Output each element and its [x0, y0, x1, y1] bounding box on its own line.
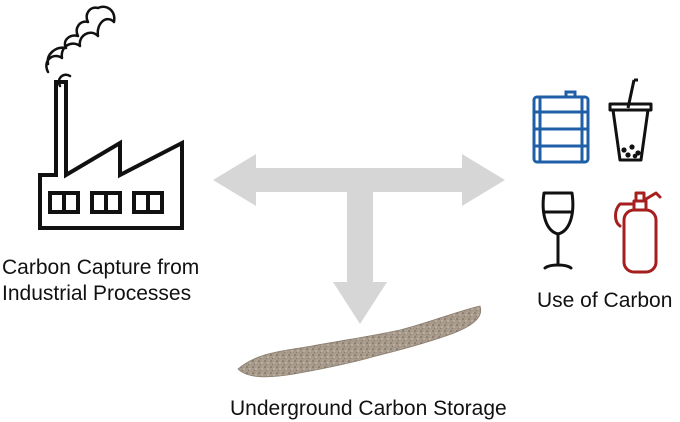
bubble-tea-icon — [608, 78, 653, 162]
use-of-carbon-label: Use of Carbon — [537, 289, 673, 312]
rock-layer-icon — [237, 305, 482, 378]
wine-glass-icon — [541, 191, 575, 270]
storage-label: Underground Carbon Storage — [230, 397, 507, 420]
factory-icon — [38, 80, 184, 230]
arrow-left — [213, 154, 400, 206]
factory-label-line2: Industrial Processes — [2, 282, 192, 305]
factory-label: Carbon Capture from Industrial Processes — [2, 255, 199, 307]
arrow-down — [333, 186, 387, 324]
oil-barrel-icon — [532, 90, 590, 164]
factory-label-line1: Carbon Capture from — [2, 256, 200, 279]
fire-extinguisher-icon — [614, 191, 662, 274]
flow-arrows — [213, 154, 505, 324]
arrow-right — [320, 154, 505, 206]
smoke-icon — [45, 5, 116, 88]
